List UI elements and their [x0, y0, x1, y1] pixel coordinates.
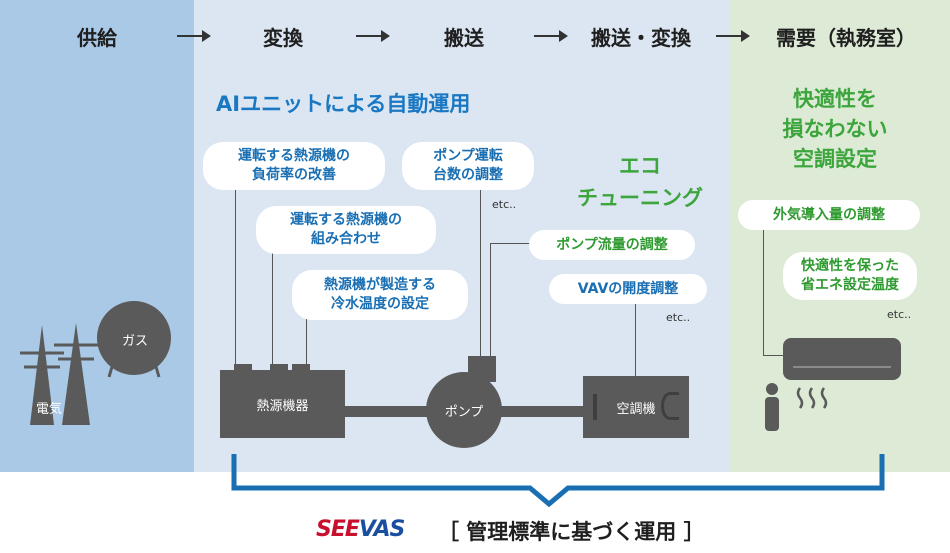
- comfort-title-line: 損なわない: [782, 117, 888, 141]
- bubble-text: 外気導入量の調整: [773, 206, 885, 223]
- eco-etc-label: etc..: [666, 311, 691, 324]
- arrow-right-icon: [356, 30, 390, 42]
- comfort-title: 快適性を 損なわない 空調設定: [745, 84, 925, 174]
- bubble-text: VAVの開度調整: [577, 280, 679, 297]
- heat-source-port: [270, 364, 288, 372]
- leader-line: [490, 243, 530, 244]
- power-pylon-icon: [20, 323, 98, 425]
- stage-transport-conversion: 搬送・変換: [591, 26, 691, 50]
- heat-source-label: 熱源機器: [220, 370, 345, 438]
- comfort-etc-label: etc..: [887, 308, 912, 321]
- ai-etc-label: etc..: [492, 198, 517, 211]
- bubble-text: ポンプ流量の調整: [556, 236, 668, 253]
- demand-panel: [730, 0, 950, 472]
- heat-source-port: [234, 364, 252, 372]
- leader-line: [763, 228, 764, 356]
- bubble-eco-temp: 快適性を保った 省エネ設定温度: [783, 252, 917, 300]
- air-handler-label: 空調機: [616, 401, 656, 417]
- bubble-water-temp: 熱源機が製造する 冷水温度の設定: [292, 270, 468, 320]
- pump-label: ポンプ: [426, 372, 502, 448]
- seevas-logo: SEEVAS: [316, 517, 405, 542]
- gas-label: ガス: [122, 334, 149, 349]
- heat-source-unit: 熱源機器: [220, 364, 345, 438]
- supply-illustration: [20, 301, 171, 425]
- heat-source-port: [292, 364, 310, 372]
- bubble-text: 運転する熱源機の: [290, 212, 402, 228]
- leader-line: [306, 318, 307, 371]
- bubble-outside-air: 外気導入量の調整: [738, 200, 920, 230]
- electricity-label: 電気: [36, 402, 63, 417]
- bubble-text: ポンプ運転: [433, 148, 503, 164]
- air-handler-slot: [593, 394, 597, 420]
- eco-tuning-title: エコ チューニング: [565, 150, 715, 214]
- ai-section-title: AIユニットによる自動運用: [216, 92, 471, 116]
- comfort-title-line: 空調設定: [793, 147, 877, 171]
- bubble-text: 負荷率の改善: [252, 167, 336, 183]
- scope-bracket: [231, 454, 885, 508]
- bubble-pump-count: ポンプ運転 台数の調整: [402, 142, 534, 190]
- comfort-title-line: 快適性を: [793, 87, 877, 111]
- leader-line: [490, 243, 491, 370]
- bubble-text: 冷水温度の設定: [331, 296, 429, 312]
- bubble-pump-flow: ポンプ流量の調整: [529, 230, 695, 260]
- air-handler-unit: 空調機: [583, 376, 689, 438]
- operation-caption: ［ 管理標準に基づく運用 ］: [438, 520, 705, 544]
- arrow-right-icon: [177, 30, 211, 42]
- leader-line: [235, 188, 236, 371]
- bubble-text: 快適性を保った: [801, 258, 899, 274]
- leader-line: [763, 355, 783, 356]
- bubble-text: 組み合わせ: [311, 231, 381, 247]
- leader-line: [635, 304, 636, 376]
- bubble-load-factor: 運転する熱源機の 負荷率の改善: [203, 142, 385, 190]
- stage-transport: 搬送: [444, 26, 484, 50]
- gas-tank-icon: [97, 301, 171, 378]
- stage-supply: 供給: [77, 26, 117, 50]
- bubble-combination: 運転する熱源機の 組み合わせ: [256, 206, 436, 254]
- room-ac-icon: [783, 338, 901, 380]
- bubble-text: 省エネ設定温度: [801, 277, 899, 293]
- supply-panel: [0, 0, 194, 472]
- bubble-text: 運転する熱源機の: [238, 148, 350, 164]
- eco-title-line: エコ: [619, 154, 661, 178]
- bubble-text: 熱源機が製造する: [324, 277, 436, 293]
- person-icon: [765, 383, 779, 431]
- stage-conversion: 変換: [263, 26, 303, 50]
- arrow-right-icon: [534, 30, 568, 42]
- eco-title-line: チューニング: [577, 186, 703, 210]
- arrow-right-icon: [716, 30, 750, 42]
- fan-icon: [661, 392, 679, 420]
- bubble-text: 台数の調整: [433, 167, 503, 183]
- leader-line: [272, 252, 273, 371]
- bubble-vav: VAVの開度調整: [549, 274, 707, 304]
- leader-line: [480, 190, 481, 370]
- stage-demand: 需要（執務室）: [776, 26, 916, 50]
- ac-vent-line: [793, 366, 891, 368]
- airflow-icon: [796, 387, 828, 409]
